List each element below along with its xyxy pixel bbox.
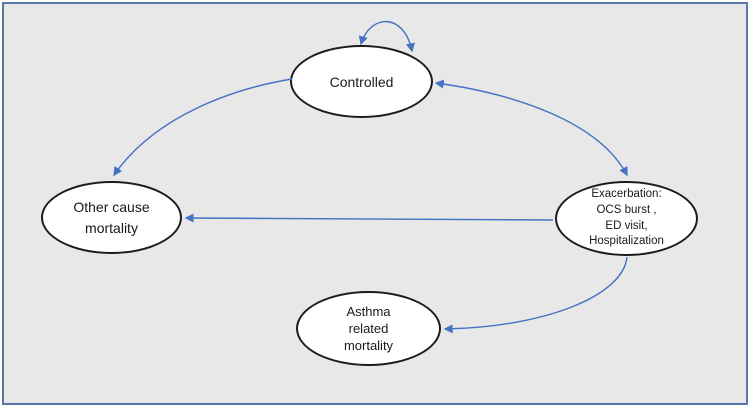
node-label: mortality (343, 338, 394, 354)
node-label: Hospitalization (589, 235, 664, 248)
node-label: Exacerbation: (591, 187, 662, 200)
node-label: Asthma (346, 303, 391, 319)
node-label: related (348, 320, 389, 336)
node-other-cause-mortality: Other cause mortality (41, 181, 182, 254)
node-exacerbation: Exacerbation: OCS burst , ED visit, Hosp… (555, 181, 698, 256)
node-asthma-related-mortality: Asthma related mortality (296, 291, 441, 366)
node-controlled: Controlled (290, 45, 433, 118)
node-label: Controlled (329, 73, 394, 90)
node-label: mortality (85, 219, 138, 236)
node-label: Other cause (73, 199, 150, 216)
node-label: ED visit, (605, 219, 648, 232)
node-label: OCS burst , (596, 203, 657, 216)
